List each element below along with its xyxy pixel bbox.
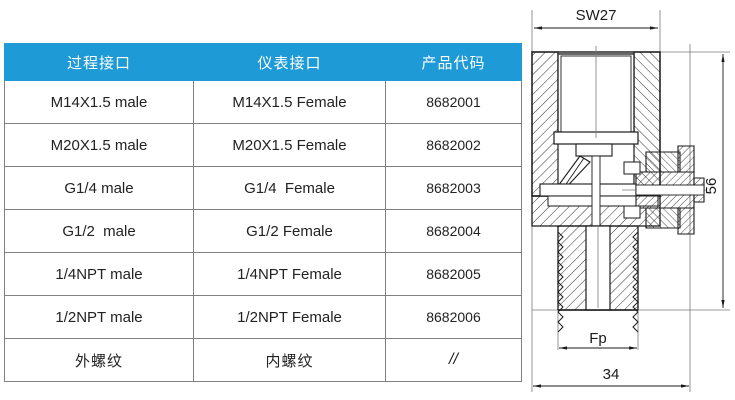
- cell-process-connection: 外螺纹: [4, 338, 194, 382]
- hex-body-section: [531, 46, 661, 197]
- column-header-instrument-connection: 仪表接口: [193, 43, 386, 81]
- dimension-label-fp: Fp: [589, 330, 607, 347]
- table-header: 过程接口 仪表接口 产品代码: [4, 43, 522, 81]
- table-row: 1/2NPT male 1/2NPT Female 8682006: [4, 295, 522, 339]
- cell-process-connection: 1/4NPT male: [4, 252, 194, 296]
- dimension-label-34: 34: [603, 366, 620, 383]
- male-thread-spigot: [557, 225, 639, 333]
- cell-instrument-connection: 1/4NPT Female: [193, 252, 386, 296]
- drawing-geometry: [531, 10, 730, 392]
- cell-instrument-connection: 内螺纹: [193, 338, 386, 382]
- table-row: 1/4NPT male 1/4NPT Female 8682005: [4, 252, 522, 296]
- column-header-product-code: 产品代码: [385, 43, 522, 81]
- cell-instrument-connection: M20X1.5 Female: [193, 123, 386, 167]
- cell-instrument-connection: 1/2NPT Female: [193, 295, 386, 339]
- cell-product-code: 8682005: [385, 252, 522, 296]
- column-header-process-connection: 过程接口: [4, 43, 194, 81]
- cell-instrument-connection: G1/2 Female: [193, 209, 386, 253]
- cell-instrument-connection: G1/4 Female: [193, 166, 386, 210]
- cell-instrument-connection: M14X1.5 Female: [193, 80, 386, 124]
- table-row: M20X1.5 male M20X1.5 Female 8682002: [4, 123, 522, 167]
- table-row: M14X1.5 male M14X1.5 Female 8682001: [4, 80, 522, 124]
- table-row: G1/2 male G1/2 Female 8682004: [4, 209, 522, 253]
- dimension-fp: Fp: [559, 330, 637, 350]
- table-body: M14X1.5 male M14X1.5 Female 8682001 M20X…: [4, 80, 522, 382]
- cell-process-connection: G1/4 male: [4, 166, 194, 210]
- cell-product-code: //: [385, 338, 522, 382]
- cell-process-connection: 1/2NPT male: [4, 295, 194, 339]
- side-nipple-assembly: [622, 145, 706, 235]
- dimension-label-56: 56: [703, 178, 720, 195]
- dimension-34: 34: [533, 366, 689, 388]
- table-header-row: 过程接口 仪表接口 产品代码: [4, 43, 522, 81]
- dimension-sw27: SW27: [534, 7, 658, 30]
- cell-product-code: 8682001: [385, 80, 522, 124]
- cell-product-code: 8682004: [385, 209, 522, 253]
- table-row: 外螺纹 内螺纹 //: [4, 338, 522, 382]
- dimension-56: 56: [703, 54, 725, 308]
- cell-process-connection: M20X1.5 male: [4, 123, 194, 167]
- cell-process-connection: M14X1.5 male: [4, 80, 194, 124]
- cell-product-code: 8682006: [385, 295, 522, 339]
- table-row: G1/4 male G1/4 Female 8682003: [4, 166, 522, 210]
- specification-table: 过程接口 仪表接口 产品代码 M14X1.5 male M14X1.5 Fema…: [4, 43, 522, 382]
- cell-process-connection: G1/2 male: [4, 209, 194, 253]
- dimension-label-sw27: SW27: [576, 7, 617, 24]
- technical-drawing: SW27 56 Fp 34: [518, 0, 735, 400]
- cell-product-code: 8682002: [385, 123, 522, 167]
- cell-product-code: 8682003: [385, 166, 522, 210]
